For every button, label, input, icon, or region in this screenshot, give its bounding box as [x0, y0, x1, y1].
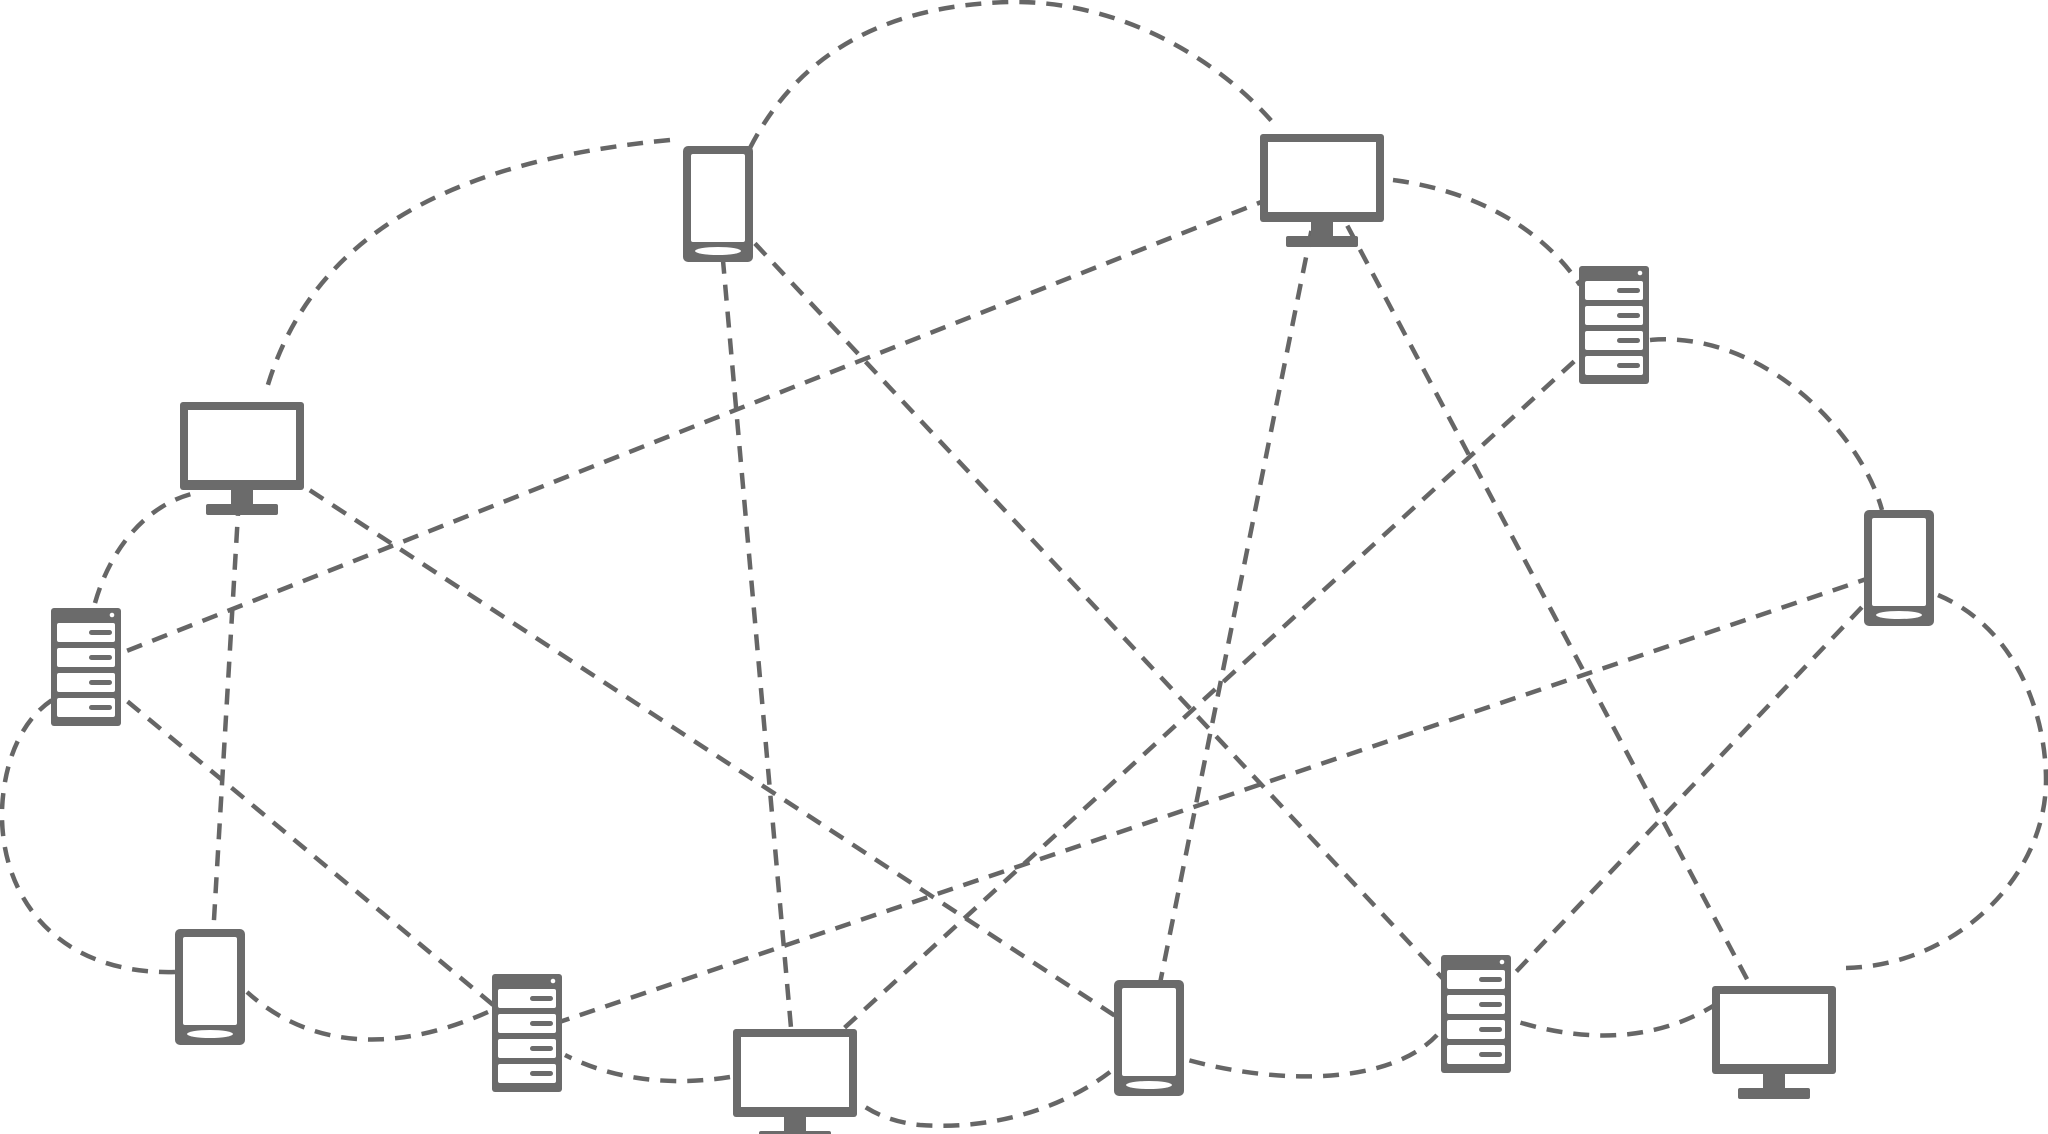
cloud-outline-arc — [1392, 177, 1582, 287]
cloud-outline-arc — [856, 1070, 1112, 1128]
cloud-outline-arc — [0, 698, 176, 975]
smartphone-icon — [175, 929, 245, 1045]
cloud-outline-arc — [262, 137, 671, 396]
connection-line — [526, 565, 1900, 1036]
smartphone-icon — [1864, 510, 1934, 626]
cloud-outline-arc — [92, 490, 196, 604]
network-nodes — [51, 134, 1934, 1134]
server-icon — [1579, 266, 1649, 384]
connection-line — [1146, 177, 1325, 1039]
monitor-icon — [180, 402, 304, 515]
connection-line — [1474, 566, 1901, 1016]
cloud-outline-arc — [1837, 592, 2048, 971]
cloud-outline-arc — [563, 1052, 731, 1084]
connection-line — [793, 323, 1616, 1075]
cloud-outline-arc — [1187, 1033, 1439, 1079]
connection-line — [84, 665, 529, 1035]
server-icon — [1441, 955, 1511, 1073]
smartphone-icon — [1114, 980, 1184, 1096]
connection-line — [240, 444, 1151, 1040]
connection-line — [715, 203, 798, 1074]
connection-line — [716, 202, 1478, 1016]
connection-line — [207, 445, 245, 988]
monitor-icon — [733, 1029, 857, 1134]
connection-line — [1320, 176, 1776, 1032]
server-icon — [51, 608, 121, 726]
cloud-outline-arc — [747, 0, 1277, 150]
monitor-icon — [1260, 134, 1384, 247]
cloud-outline-arc — [245, 990, 489, 1042]
monitor-icon — [1712, 986, 1836, 1099]
cloud-outline-arc — [1511, 1001, 1720, 1038]
connection-line — [85, 175, 1323, 670]
server-icon — [492, 974, 562, 1092]
cloud-outline-arc — [1649, 337, 1885, 511]
smartphone-icon — [683, 146, 753, 262]
network-connections — [84, 175, 1901, 1075]
